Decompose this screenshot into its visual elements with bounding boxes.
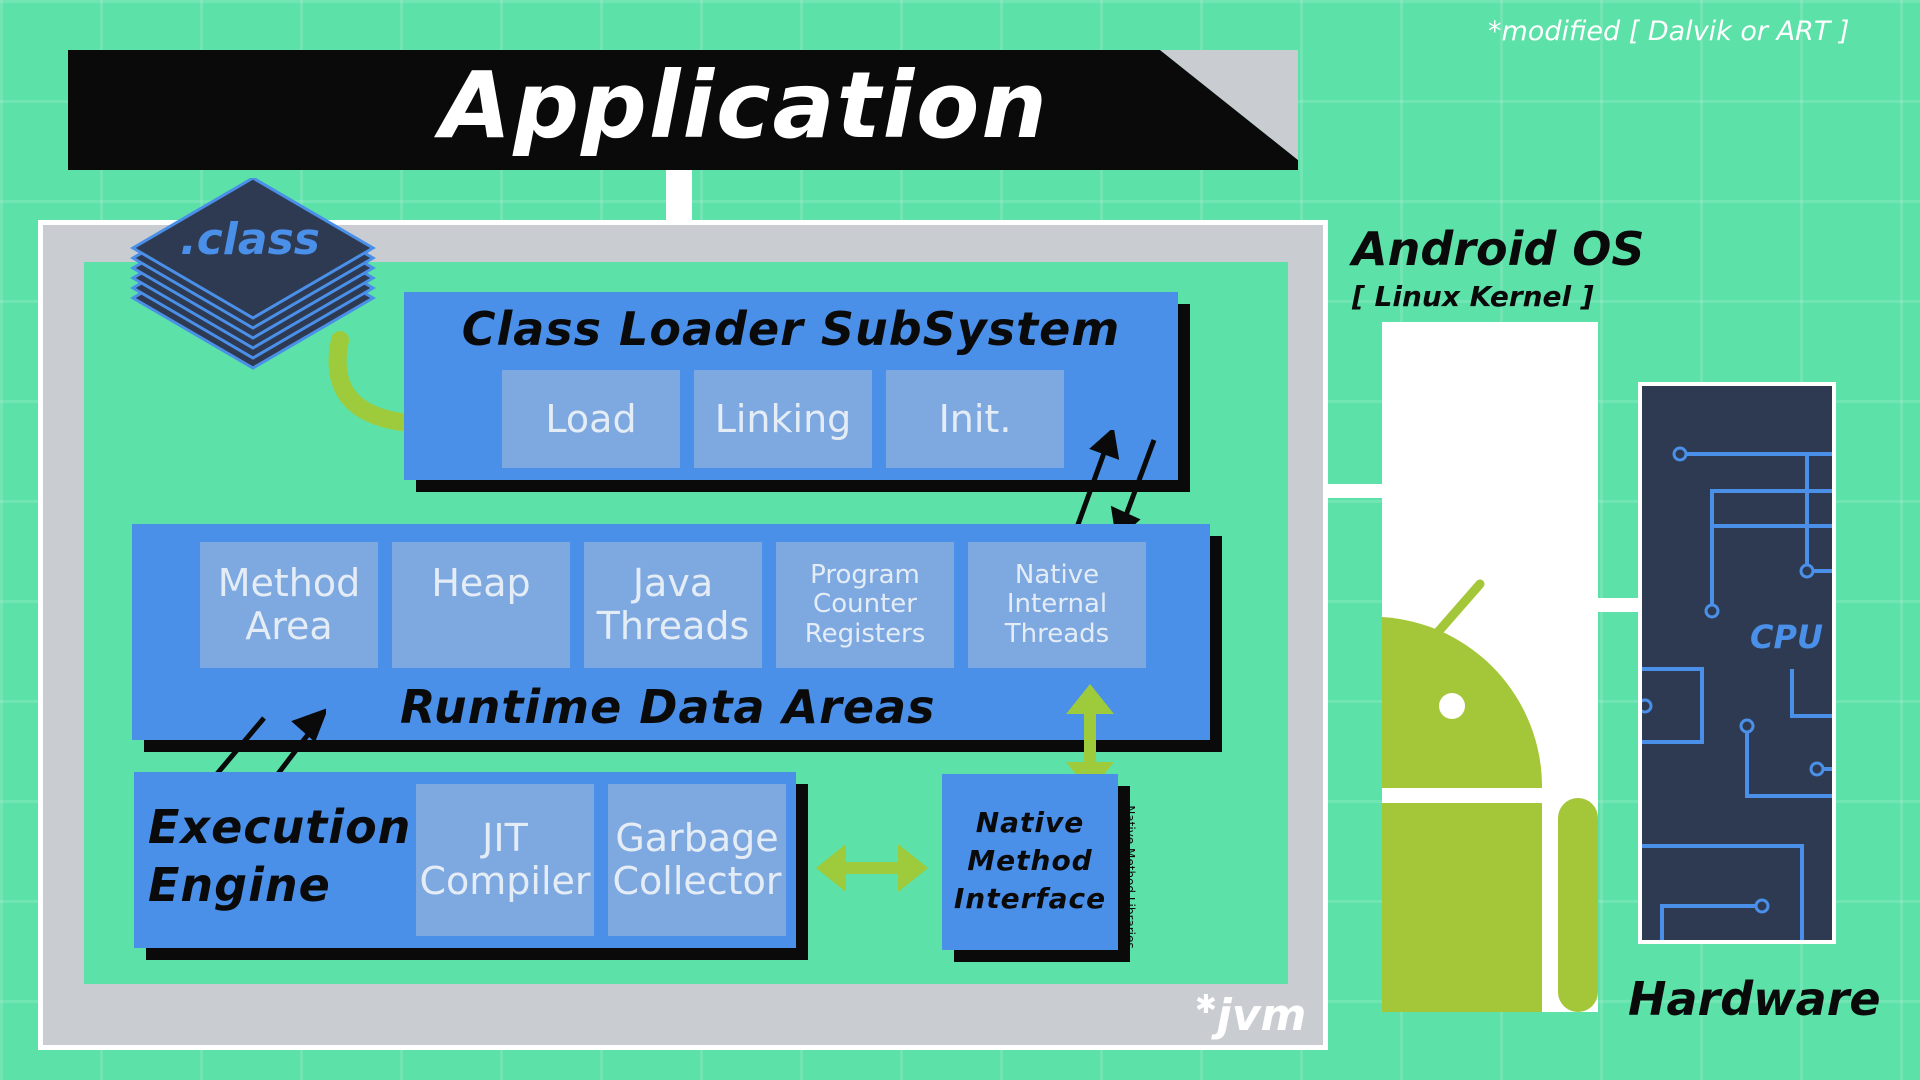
init-cell: Init. bbox=[886, 370, 1064, 468]
load-cell: Load bbox=[502, 370, 680, 468]
android-robot-icon bbox=[1382, 579, 1598, 1012]
android-hardware-connector bbox=[1596, 598, 1638, 612]
cpu-label: CPU bbox=[1750, 618, 1823, 656]
runtime-title: Runtime Data Areas bbox=[400, 680, 936, 734]
android-os-column bbox=[1382, 322, 1598, 1012]
hardware-title: Hardware bbox=[1628, 972, 1881, 1026]
jvm-star-icon: ✱ bbox=[1195, 990, 1217, 1020]
circuit-icon bbox=[1642, 446, 1832, 940]
native-method-interface bbox=[942, 774, 1118, 950]
application-connector bbox=[666, 170, 692, 222]
jvm-label: ✱jvm bbox=[1195, 990, 1307, 1041]
engine-native-arrow-icon bbox=[816, 844, 928, 892]
heap-cell: Heap bbox=[392, 542, 570, 668]
application-title: Application bbox=[440, 52, 1049, 159]
loader-runtime-arrows-icon bbox=[1073, 430, 1157, 540]
jvm-android-connector bbox=[1328, 484, 1386, 498]
cpu-board bbox=[1638, 382, 1836, 944]
application-bar bbox=[68, 50, 1298, 170]
linking-cell: Linking bbox=[694, 370, 872, 468]
modified-note: *modified [ Dalvik or ART ] bbox=[1488, 16, 1850, 47]
android-os-subtitle: [ Linux Kernel ] bbox=[1352, 280, 1594, 313]
class-loader-title: Class Loader SubSystem bbox=[461, 302, 1121, 356]
class-stack-label: .class bbox=[180, 214, 320, 265]
android-os-title: Android OS bbox=[1352, 222, 1645, 276]
native-method-libraries-label: Native Method Libraries bbox=[1123, 805, 1137, 949]
class-file-stack-icon bbox=[130, 178, 376, 370]
